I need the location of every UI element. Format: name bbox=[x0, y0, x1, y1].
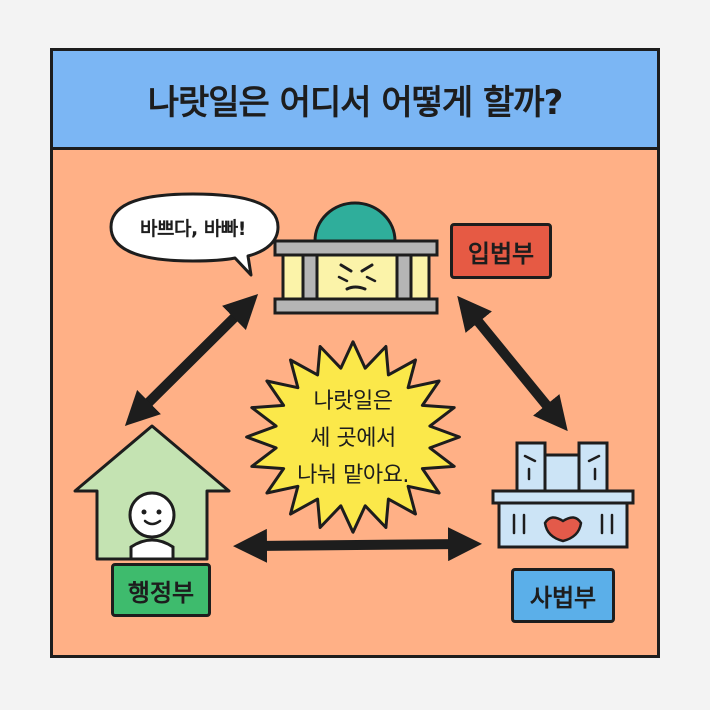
arrows bbox=[124, 294, 568, 563]
judicial-label: 사법부 bbox=[511, 568, 615, 623]
speech-bubble-text: 바쁘다, 바빠! bbox=[140, 217, 246, 240]
arrow-legislative-judicial bbox=[457, 295, 568, 432]
illustration bbox=[73, 192, 635, 563]
arrow-executive-judicial bbox=[233, 527, 482, 563]
legislative-building-icon bbox=[273, 201, 439, 315]
legislative-label: 입법부 bbox=[450, 223, 552, 279]
burst-line-2: 세 곳에서 bbox=[310, 425, 396, 451]
title-bar: 나랏일은 어디서 어떻게 할까? bbox=[53, 51, 657, 150]
burst-line-3: 나눠 맡아요. bbox=[297, 462, 409, 488]
arrow-legislative-executive bbox=[124, 294, 259, 426]
burst-line-1: 나랏일은 bbox=[313, 388, 393, 414]
executive-building-icon bbox=[73, 424, 231, 561]
speech-bubble bbox=[109, 192, 280, 277]
judicial-building-icon bbox=[491, 441, 635, 549]
poster-title: 나랏일은 어디서 어떻게 할까? bbox=[147, 82, 564, 123]
burst-text: 나랏일은 세 곳에서 나눠 맡아요. bbox=[261, 373, 445, 503]
executive-label: 행정부 bbox=[111, 563, 211, 617]
poster-frame: 나랏일은 어디서 어떻게 할까? bbox=[50, 48, 660, 658]
